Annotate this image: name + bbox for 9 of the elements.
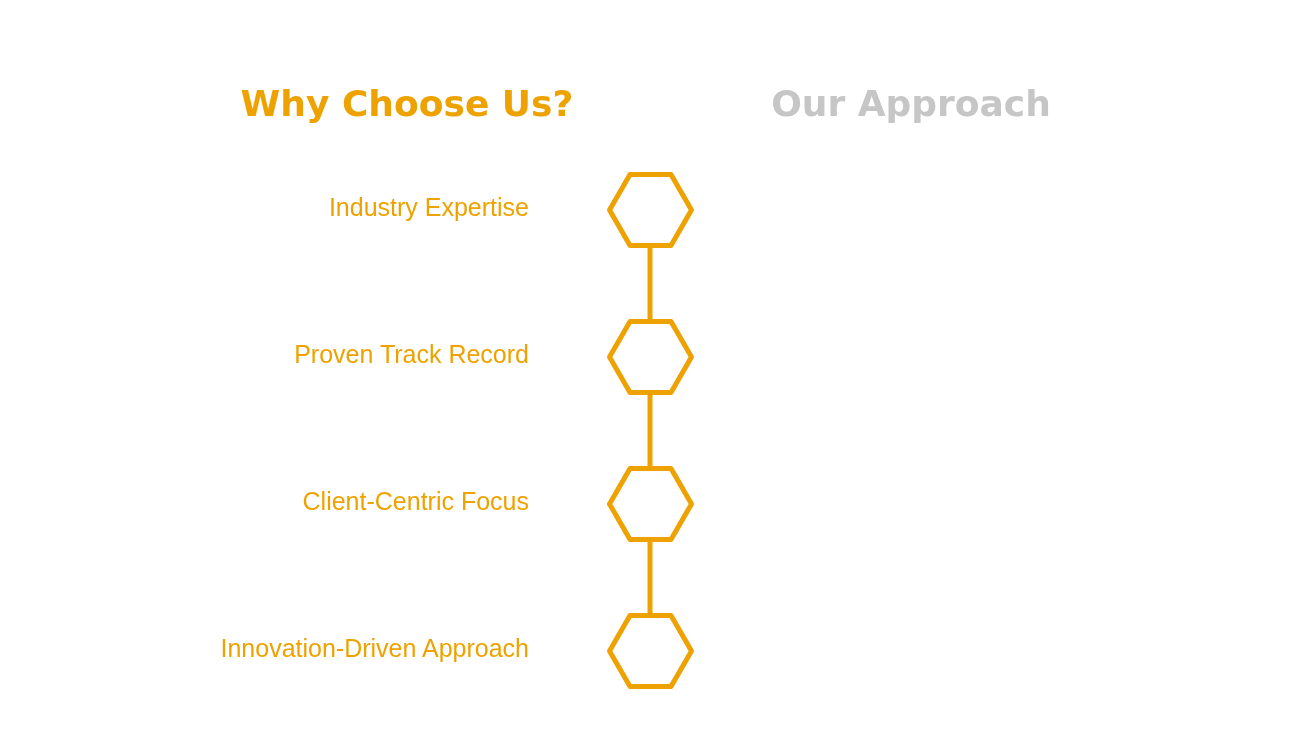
connector-line	[647, 542, 653, 613]
feature-label: Industry Expertise	[328, 192, 529, 223]
section-heading: Our Approach	[771, 82, 1051, 126]
connector-line	[647, 248, 653, 319]
feature-label: Proven Track Record	[294, 339, 529, 370]
section-heading: Why Choose Us?	[240, 82, 574, 126]
feature-label: Client-Centric Focus	[302, 486, 529, 517]
feature-label: Innovation-Driven Approach	[220, 633, 529, 664]
connector-line	[647, 395, 653, 466]
